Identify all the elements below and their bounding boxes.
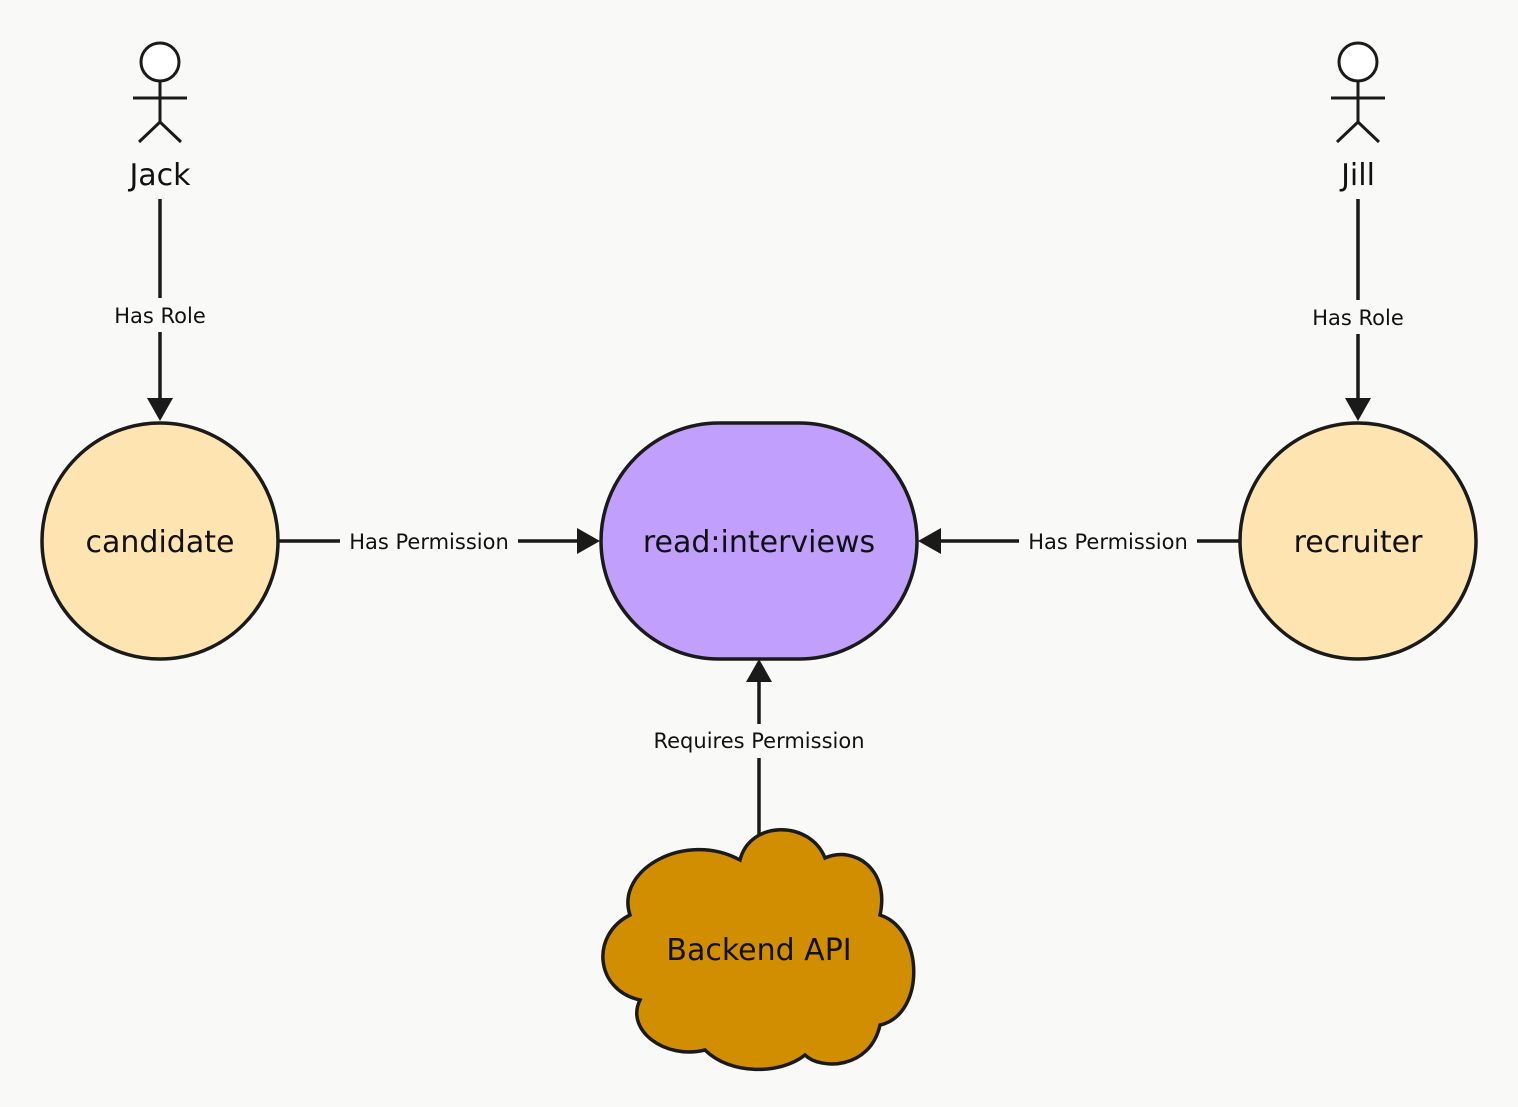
edge-jack-candidate: Has Role xyxy=(100,199,220,421)
actor-jill: Jill xyxy=(1331,41,1385,193)
actor-name-jill: Jill xyxy=(1339,158,1375,193)
node-label-backend-api: Backend API xyxy=(666,933,851,968)
permission-shape xyxy=(599,421,919,661)
node-label-read-interviews: read:interviews xyxy=(643,525,875,560)
edge-label-requires-permission: Requires Permission xyxy=(653,729,864,753)
edge-label-has-role-jack: Has Role xyxy=(114,304,206,328)
actor-name-jack: Jack xyxy=(127,158,191,193)
cloud-icon xyxy=(601,828,916,1072)
node-label-candidate: candidate xyxy=(86,525,235,560)
edge-jill-recruiter: Has Role xyxy=(1298,199,1418,421)
arrowhead xyxy=(147,398,173,421)
node-backend-api: Backend API xyxy=(601,828,916,1072)
arrowhead xyxy=(1345,398,1371,421)
candidate-circle xyxy=(40,421,280,661)
node-label-recruiter: recruiter xyxy=(1294,525,1424,560)
arrowhead xyxy=(746,659,772,682)
person-icon xyxy=(1331,41,1385,144)
edge-label-has-role-jill: Has Role xyxy=(1312,306,1404,330)
node-read-interviews: read:interviews xyxy=(599,421,919,661)
edge-api-permission: Requires Permission xyxy=(640,659,878,835)
actor-jack: Jack xyxy=(127,41,191,193)
edge-label-has-permission-recruiter: Has Permission xyxy=(1028,530,1188,554)
edge-label-has-permission-candidate: Has Permission xyxy=(349,530,509,554)
edge-candidate-permission: Has Permission xyxy=(279,526,600,558)
node-recruiter: recruiter xyxy=(1238,421,1478,661)
arrowhead xyxy=(918,528,941,554)
edge-recruiter-permission: Has Permission xyxy=(918,526,1240,558)
arrowhead xyxy=(577,528,600,554)
person-icon xyxy=(133,41,187,144)
recruiter-circle xyxy=(1238,421,1478,661)
node-candidate: candidate xyxy=(40,421,280,661)
